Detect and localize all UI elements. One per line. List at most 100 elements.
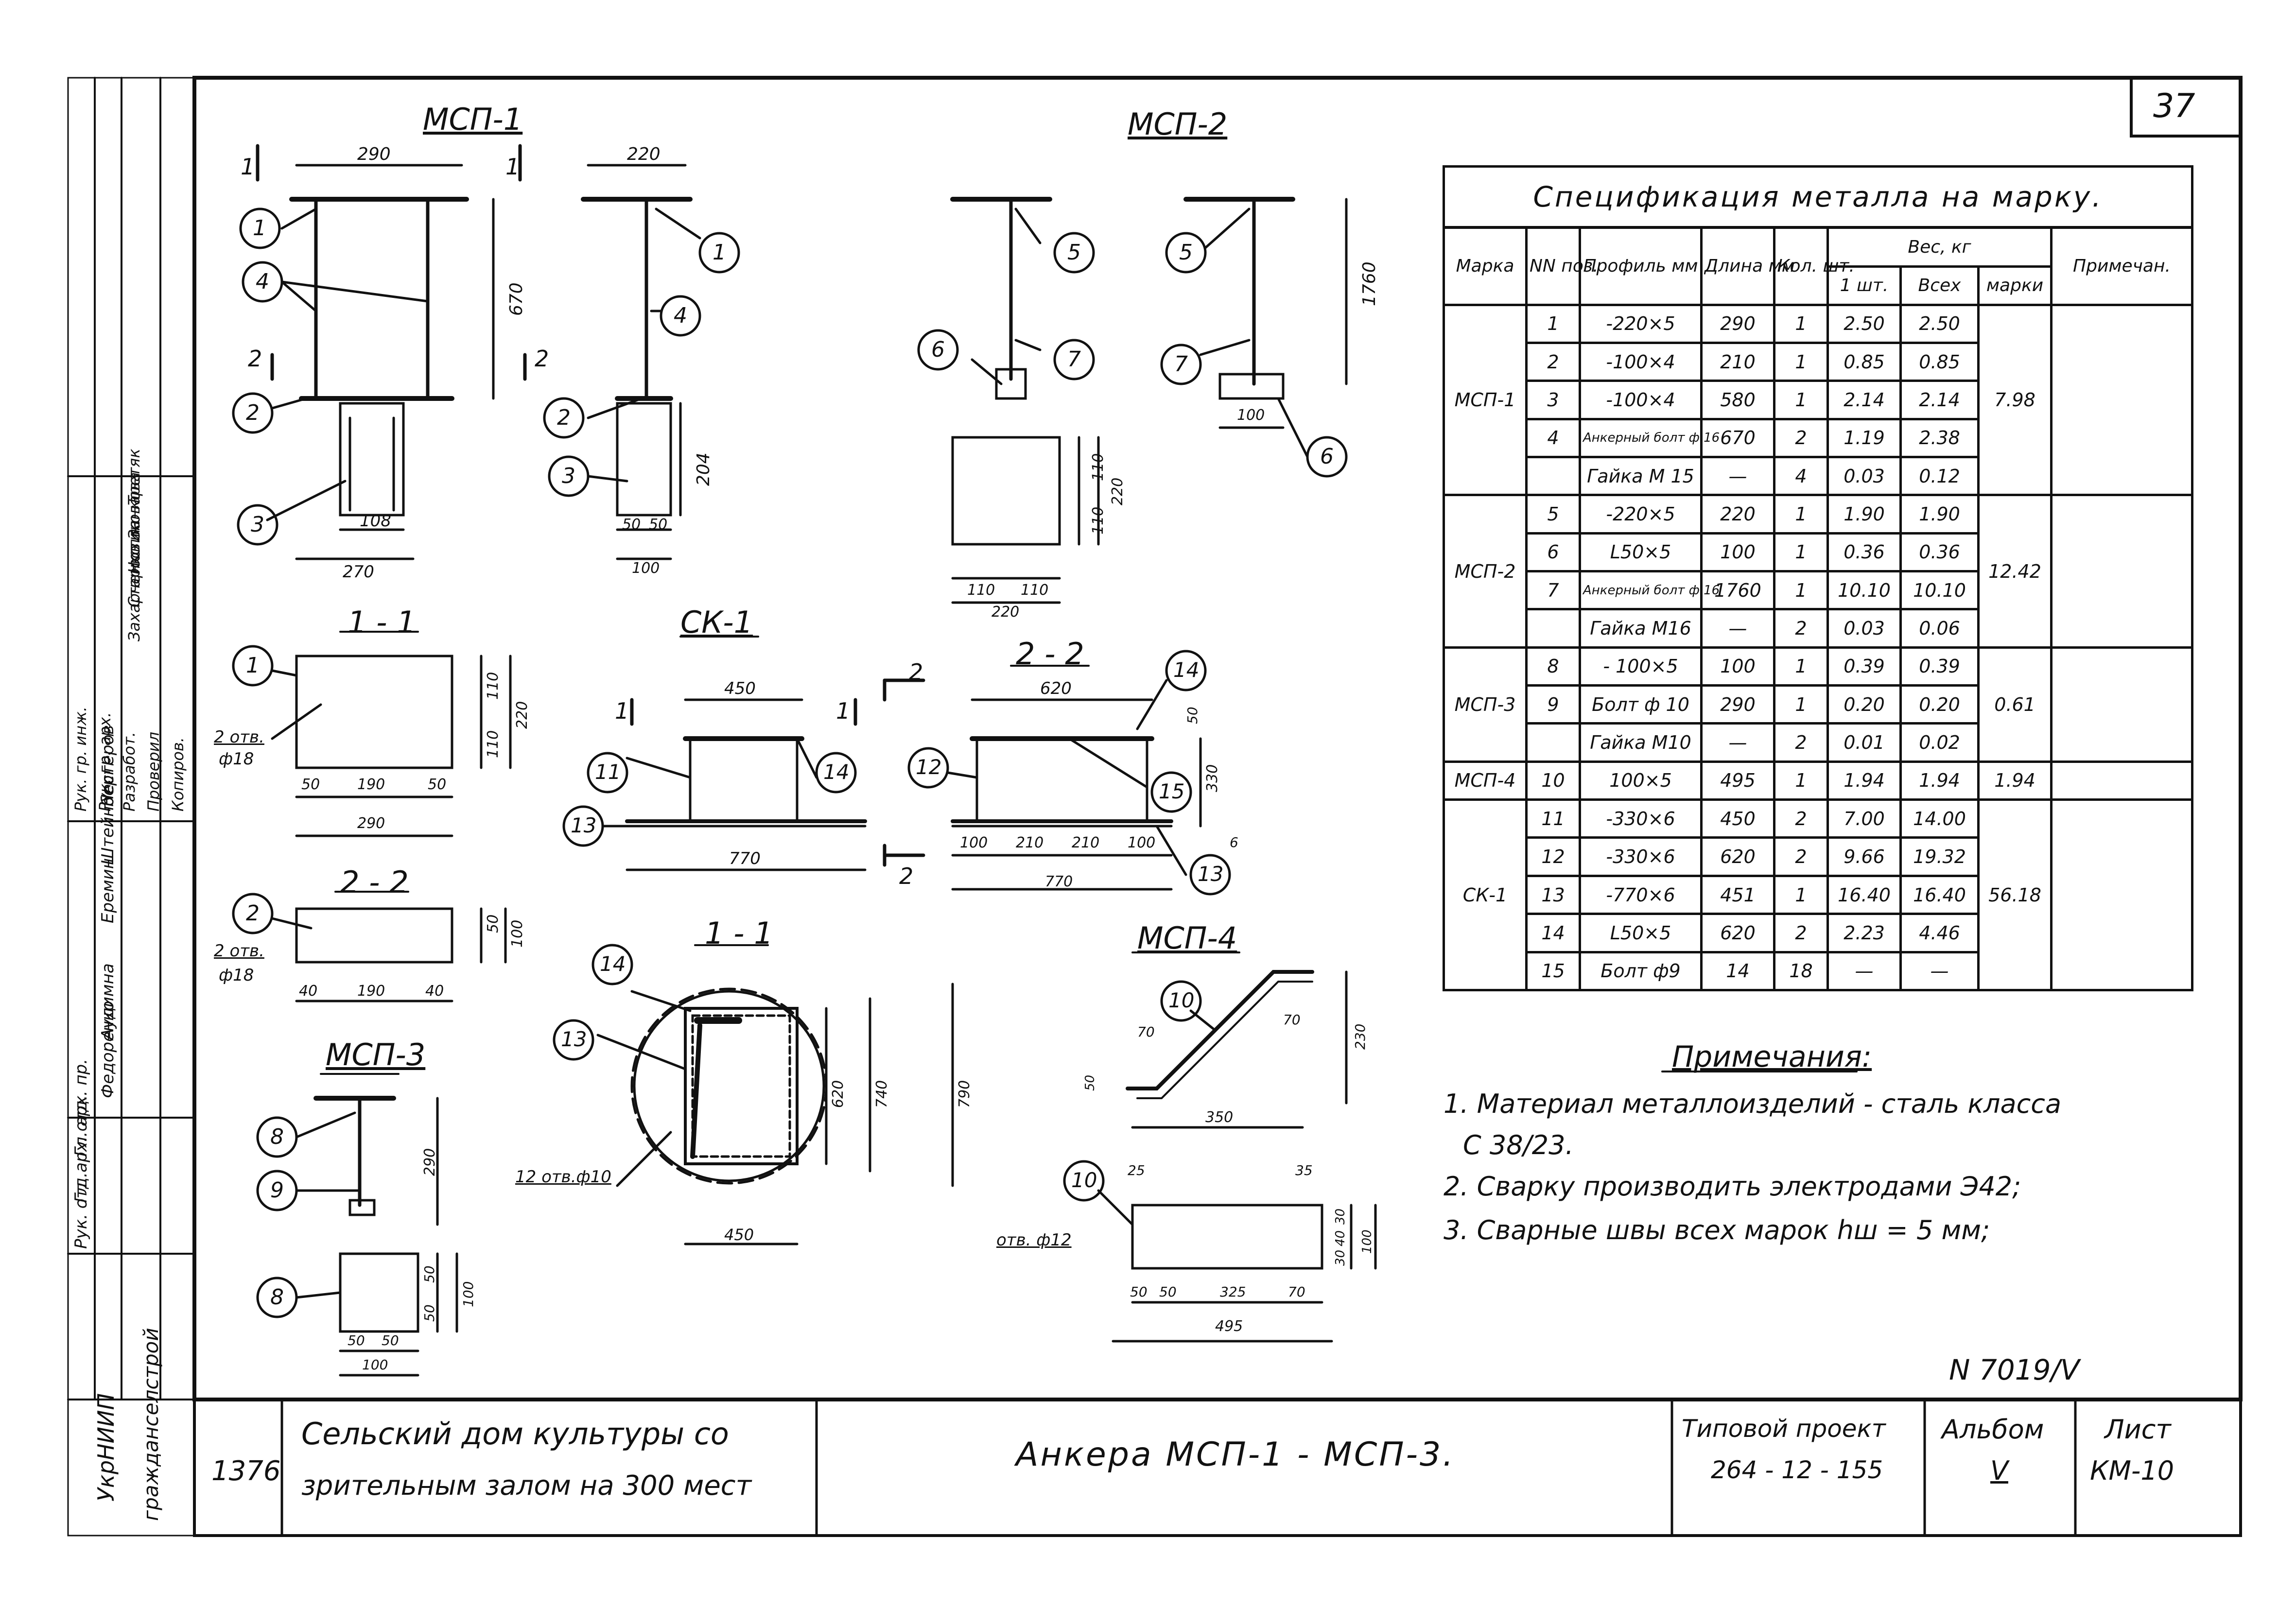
dim-s22-100: 100 xyxy=(509,919,526,948)
spec-qty-cell: 1 xyxy=(1773,380,1829,420)
label-section22-ck: 2 - 2 xyxy=(1016,636,1084,672)
dim-50b: 50 xyxy=(649,516,668,533)
dim-220-msp2-h: 220 xyxy=(991,604,1020,621)
spec-w1-cell: 2.23 xyxy=(1826,913,1902,953)
spec-qty-cell: 1 xyxy=(1773,342,1829,382)
spec-pos-cell: 15 xyxy=(1525,950,1581,992)
spec-w1-cell: 2.50 xyxy=(1826,303,1902,345)
spec-wall-cell: 1.94 xyxy=(1899,760,1980,801)
title-code: 1376 xyxy=(211,1455,281,1487)
dim-ck-210a: 210 xyxy=(1016,834,1044,851)
pos-7-msp2-side: 7 xyxy=(1174,352,1188,377)
spec-length-cell: 580 xyxy=(1700,380,1775,420)
pos-13: 13 xyxy=(571,813,597,837)
spec-header-wall: Всех xyxy=(1899,265,1980,306)
dim-ck-100b: 100 xyxy=(1128,834,1156,851)
note-1: 1. Материал металлоизделий - сталь класс… xyxy=(1444,1089,2062,1119)
pos-14-section: 14 xyxy=(1173,658,1200,682)
dim-1760: 1760 xyxy=(1359,261,1379,306)
dim-msp3-50a: 50 xyxy=(421,1265,437,1283)
spec-mark-cell: МСП-2 xyxy=(1443,494,1528,649)
spec-profile-cell: L50×5 xyxy=(1579,532,1703,573)
dim-s11-d18: ф18 xyxy=(219,749,254,769)
cut-mark-ck1b: 1 xyxy=(836,698,851,724)
dim-msp4-325: 325 xyxy=(1220,1284,1246,1300)
spec-profile-cell: Гайка М 15 xyxy=(1579,456,1703,497)
pos-3-msp1-side: 3 xyxy=(562,464,575,488)
pos-2-msp1-side: 2 xyxy=(557,405,571,430)
spec-wall-cell: 0.12 xyxy=(1899,456,1980,497)
msp1-front-view xyxy=(232,144,527,560)
spec-wall-cell: 4.46 xyxy=(1899,913,1980,953)
pos-7-msp2: 7 xyxy=(1067,347,1081,372)
spec-mark-cell: МСП-1 xyxy=(1443,303,1528,497)
section-1-1-plate xyxy=(232,631,512,837)
pos-13-round: 13 xyxy=(561,1027,587,1051)
org-name-2: гражданселстрой xyxy=(139,1328,163,1521)
spec-wall-cell: 2.38 xyxy=(1899,417,1980,459)
spec-qty-cell: 2 xyxy=(1773,608,1829,649)
dim-msp4-50b: 50 xyxy=(1159,1284,1177,1300)
spec-length-cell: 100 xyxy=(1700,532,1775,573)
spec-wall-cell: 0.06 xyxy=(1899,608,1980,649)
dim-220: 220 xyxy=(627,144,661,164)
pos-14: 14 xyxy=(823,760,850,784)
pos-12: 12 xyxy=(916,755,942,779)
spec-profile-cell: -330×6 xyxy=(1579,836,1703,877)
spec-pos-cell: 2 xyxy=(1525,342,1581,382)
msp4-view xyxy=(1063,951,1377,1343)
spec-note-cell xyxy=(2050,760,2193,801)
spec-header-note: Примечан. xyxy=(2050,226,2193,306)
pos-8-plate: 8 xyxy=(270,1285,284,1310)
side-text: Гл. арх. пр. xyxy=(71,1058,91,1157)
spec-wall-cell: 10.10 xyxy=(1899,570,1980,611)
spec-w1-cell: 2.14 xyxy=(1826,380,1902,420)
side-text: Проверил xyxy=(144,731,163,812)
spec-header-qty: Кол. шт. xyxy=(1773,226,1855,306)
spec-qty-cell: 1 xyxy=(1773,874,1829,916)
spec-header-mark: Марка xyxy=(1443,226,1528,306)
dim-220-msp2-v: 220 xyxy=(1109,477,1126,505)
spec-wall-cell: 0.36 xyxy=(1899,532,1980,573)
spec-mark-cell: МСП-3 xyxy=(1443,646,1528,763)
spec-profile-cell: L50×5 xyxy=(1579,913,1703,953)
spec-pos-cell: 9 xyxy=(1525,684,1581,725)
spec-qty-cell: 1 xyxy=(1773,684,1829,725)
spec-length-cell: 100 xyxy=(1700,646,1775,687)
spec-profile-cell: -770×6 xyxy=(1579,874,1703,916)
sheet-title: Анкера МСП-1 - МСП-3. xyxy=(1016,1435,1455,1474)
side-text: Аудимна xyxy=(98,963,118,1040)
dim-s22-holes: 2 отв. xyxy=(214,941,264,961)
spec-pos-cell: 11 xyxy=(1525,798,1581,839)
spec-qty-cell: 1 xyxy=(1773,760,1829,801)
spec-w1-cell: 0.39 xyxy=(1826,646,1902,687)
dim-290: 290 xyxy=(357,144,391,164)
pos-4-msp1-side: 4 xyxy=(674,303,687,328)
pos-3-msp1: 3 xyxy=(251,512,264,537)
spec-wall-cell: 0.02 xyxy=(1899,722,1980,763)
dim-msp4-25: 25 xyxy=(1128,1162,1145,1178)
dim-msp3-290: 290 xyxy=(421,1148,438,1176)
spec-table: Спецификация металла на марку. Марка NN … xyxy=(1443,165,2193,992)
spec-total-cell: 1.94 xyxy=(1977,760,2052,801)
spec-header-wmark: марки xyxy=(1977,265,2052,306)
dim-s22-40b: 40 xyxy=(425,983,444,1000)
cut-mark-ck1a: 1 xyxy=(615,698,629,724)
notes-title: Примечания: xyxy=(1672,1040,1872,1074)
dim-204: 204 xyxy=(694,452,713,486)
pos-6-msp2-side: 6 xyxy=(1320,444,1334,469)
dim-s11-110a: 110 xyxy=(485,672,502,700)
spec-pos-cell: 14 xyxy=(1525,913,1581,953)
pos-6-msp2: 6 xyxy=(931,337,945,362)
side-text: Еремин xyxy=(98,858,118,923)
spec-profile-cell: -220×5 xyxy=(1579,303,1703,345)
dim-ck-50: 50 xyxy=(1184,707,1200,724)
cut-mark-1b: 1 xyxy=(505,154,520,180)
pos-15: 15 xyxy=(1159,779,1185,803)
